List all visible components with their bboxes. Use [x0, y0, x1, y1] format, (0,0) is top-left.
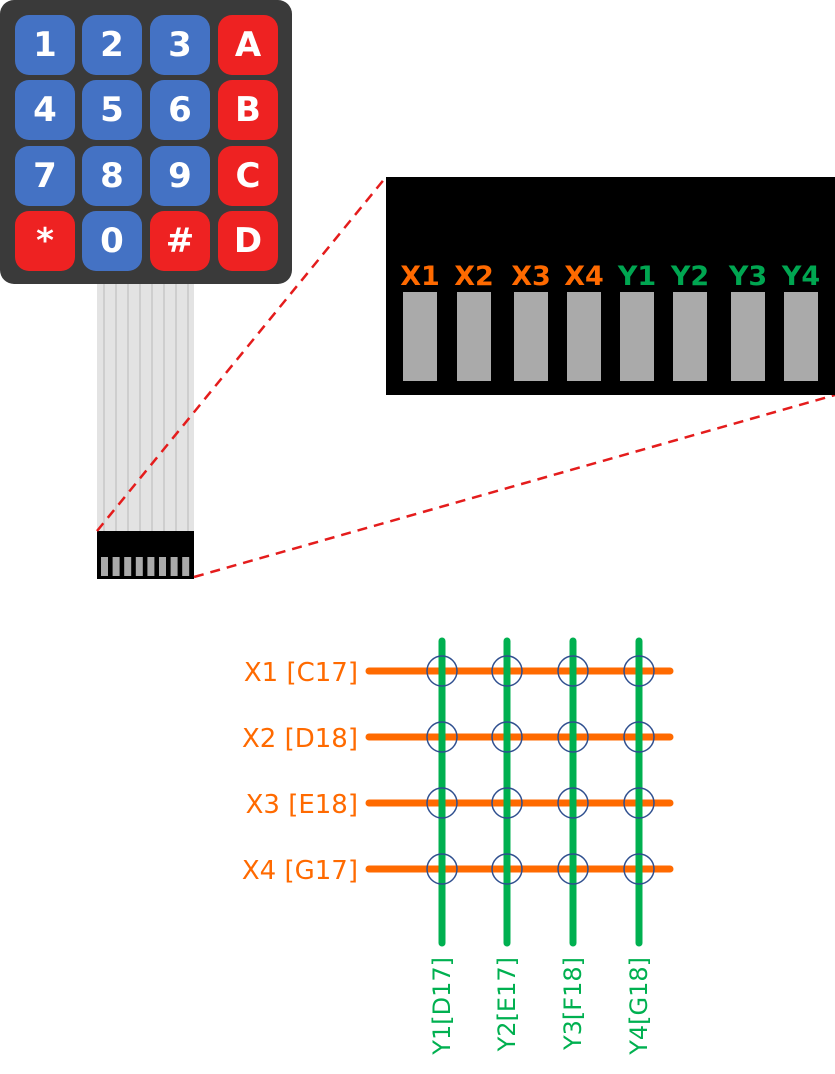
- junction-circle: [491, 853, 523, 885]
- junction-circle: [491, 787, 523, 819]
- key-D[interactable]: D: [218, 211, 278, 271]
- key-9[interactable]: 9: [150, 146, 210, 206]
- pin-label-y3: Y3: [728, 261, 767, 292]
- pin-x4: [567, 292, 601, 381]
- junction-circle: [623, 787, 655, 819]
- small-pin: [170, 557, 178, 576]
- small-pin: [159, 557, 166, 576]
- pin-label-x2: X2: [454, 261, 494, 292]
- pin-label-x3: X3: [511, 261, 551, 292]
- junction-circle: [426, 853, 458, 885]
- pin-y2: [673, 292, 707, 381]
- connector-zoom: X1 X2 X3 X4 Y1 Y2 Y3 Y4: [386, 177, 835, 395]
- row-label: X2 [D18]: [242, 724, 358, 754]
- pin-label-x4: X4: [564, 261, 604, 292]
- key-A[interactable]: A: [218, 15, 278, 75]
- key-*[interactable]: *: [15, 211, 75, 271]
- column-label: Y2[E17]: [493, 957, 521, 1052]
- key-4[interactable]: 4: [15, 80, 75, 140]
- small-pin: [135, 557, 143, 576]
- junction-circle: [557, 787, 589, 819]
- pin-label-y1: Y1: [617, 261, 656, 292]
- junction-circle: [491, 721, 523, 753]
- column-label: Y3[F18]: [559, 957, 587, 1051]
- junction-circle: [623, 721, 655, 753]
- pin-label-y4: Y4: [781, 261, 820, 292]
- zoom-line-bottom: [193, 393, 835, 579]
- column-label: Y1[D17]: [428, 957, 456, 1056]
- key-0[interactable]: 0: [82, 211, 142, 271]
- pin-y4: [784, 292, 818, 381]
- row-label: X3 [E18]: [246, 790, 358, 820]
- junction-circle: [623, 655, 655, 687]
- junction-circle: [426, 655, 458, 687]
- small-pin: [112, 557, 120, 576]
- junction-circle: [557, 721, 589, 753]
- key-3[interactable]: 3: [150, 15, 210, 75]
- column-label: Y4[G18]: [625, 957, 653, 1056]
- pin-y3: [731, 292, 765, 381]
- pin-x3: [514, 292, 548, 381]
- junction-circle: [557, 853, 589, 885]
- ribbon-connector: [97, 531, 194, 579]
- junction-circle: [557, 655, 589, 687]
- key-#[interactable]: #: [150, 211, 210, 271]
- small-pin: [147, 557, 155, 576]
- small-pin: [101, 557, 108, 576]
- pin-label-y2: Y2: [670, 261, 709, 292]
- row-label: X1 [C17]: [244, 658, 358, 688]
- pin-y1: [620, 292, 654, 381]
- pin-label-x1: X1: [400, 261, 440, 292]
- key-8[interactable]: 8: [82, 146, 142, 206]
- key-7[interactable]: 7: [15, 146, 75, 206]
- row-label: X4 [G17]: [242, 856, 358, 886]
- key-6[interactable]: 6: [150, 80, 210, 140]
- ribbon-cable: [97, 284, 194, 532]
- pin-x2: [457, 292, 491, 381]
- pin-x1: [403, 292, 437, 381]
- junction-circle: [426, 721, 458, 753]
- small-pin: [124, 557, 132, 576]
- junction-circle: [426, 787, 458, 819]
- key-B[interactable]: B: [218, 80, 278, 140]
- key-5[interactable]: 5: [82, 80, 142, 140]
- key-2[interactable]: 2: [82, 15, 142, 75]
- small-pin: [182, 557, 190, 576]
- key-1[interactable]: 1: [15, 15, 75, 75]
- key-C[interactable]: C: [218, 146, 278, 206]
- key-matrix: X1 [C17] X2 [D18] X3 [E18] X4 [G17] Y1[D17] Y…: [242, 637, 674, 1056]
- junction-circle: [623, 853, 655, 885]
- junction-circle: [491, 655, 523, 687]
